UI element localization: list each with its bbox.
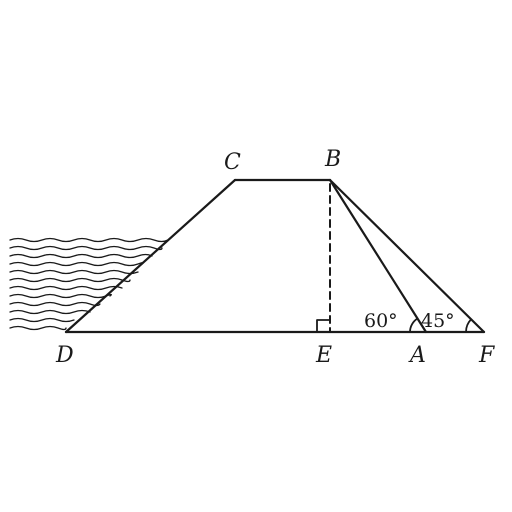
point-label-e: E [315, 343, 332, 368]
water-wave [9, 317, 75, 323]
point-label-d: D [55, 343, 74, 368]
water-wave [9, 237, 169, 243]
water-wave [9, 277, 131, 283]
angle-arc-a [409, 317, 419, 333]
right-angle-marker [316, 319, 331, 333]
slope-ba [328, 178, 428, 334]
water-wave [9, 325, 67, 331]
water-wave [9, 253, 153, 259]
point-label-a: A [408, 343, 426, 368]
water-wave [9, 285, 123, 291]
point-label-c: C [224, 150, 241, 175]
angle-label-a: 60° [364, 310, 398, 332]
water-waves [9, 237, 169, 331]
water-wave [9, 293, 112, 299]
slope-dc [64, 178, 237, 334]
water-wave [9, 269, 139, 275]
water-wave [9, 245, 163, 251]
water-wave [9, 301, 101, 307]
slope-bf [328, 178, 486, 334]
point-label-b: B [324, 147, 341, 172]
angle-arc-f [465, 318, 473, 333]
water-wave [9, 309, 91, 315]
point-label-f: F [478, 343, 495, 368]
angle-label-f: 45° [421, 310, 455, 332]
water-wave [9, 261, 144, 267]
